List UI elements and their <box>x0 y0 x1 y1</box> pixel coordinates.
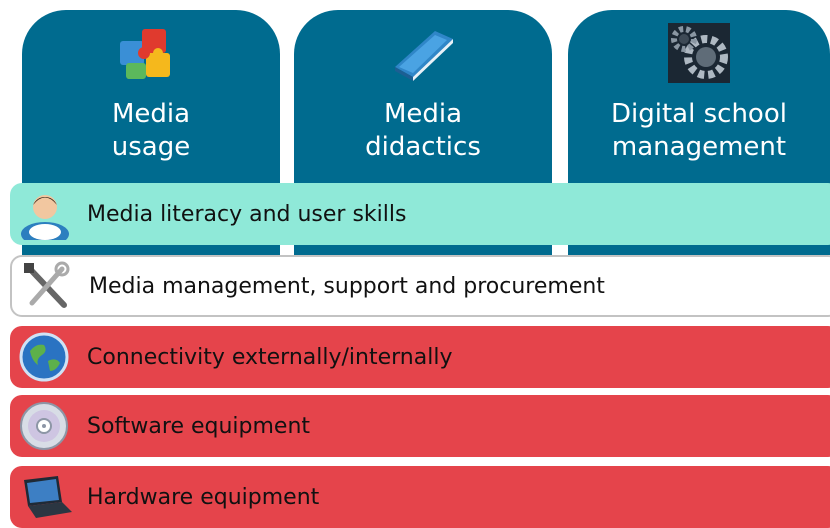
band-label: Media management, support and procuremen… <box>89 273 605 299</box>
book-icon <box>387 23 459 85</box>
band-software: Software equipment <box>10 395 830 457</box>
band-label: Software equipment <box>87 413 311 439</box>
band-media-literacy: Media literacy and user skills <box>10 183 830 245</box>
pillar-label-line2: management <box>611 132 787 162</box>
pillar-label: Digital school management <box>568 98 830 164</box>
cd-icon <box>18 400 70 452</box>
pillar-label-line1: Media <box>111 99 191 129</box>
user-icon <box>18 188 72 240</box>
pillar-label-line2: usage <box>111 132 191 162</box>
band-hardware: Hardware equipment <box>10 466 830 528</box>
band-label: Media literacy and user skills <box>87 201 407 227</box>
globe-icon <box>18 331 70 383</box>
pillar-label-line2: didactics <box>365 132 481 162</box>
pillar-label: Media didactics <box>294 98 552 164</box>
gears-icon <box>668 23 730 83</box>
band-media-management: Media management, support and procuremen… <box>10 255 830 317</box>
pillar-label-line1: Media <box>383 99 463 129</box>
puzzle-icon <box>116 23 186 83</box>
pillar-label: Media usage <box>22 98 280 164</box>
band-connectivity: Connectivity externally/internally <box>10 326 830 388</box>
pillar-label-line1: Digital school <box>611 99 787 129</box>
band-label: Hardware equipment <box>87 484 320 510</box>
band-label: Connectivity externally/internally <box>87 344 453 370</box>
laptop-icon <box>18 474 74 520</box>
tools-icon <box>20 261 72 311</box>
